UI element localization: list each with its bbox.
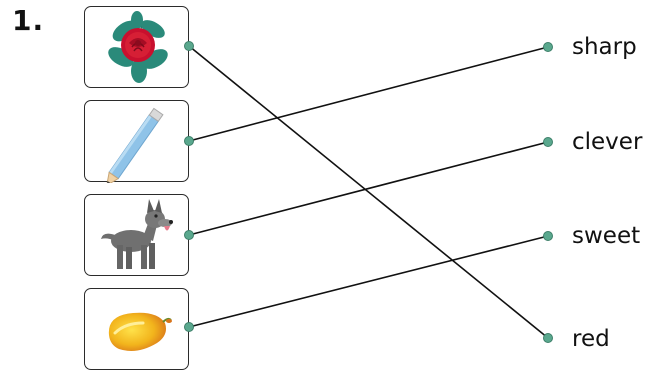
word-dot-red[interactable] (543, 333, 553, 343)
picture-dot-mango[interactable] (184, 322, 194, 332)
match-line-dog-clever (188, 141, 549, 236)
word-dot-clever[interactable] (543, 137, 553, 147)
picture-card-dog[interactable] (84, 194, 189, 276)
word-sweet[interactable]: sweet (572, 223, 641, 249)
match-line-rose-red (188, 45, 549, 339)
word-dot-sweet[interactable] (543, 231, 553, 241)
picture-dot-rose[interactable] (184, 41, 194, 51)
picture-dot-pencil[interactable] (184, 136, 194, 146)
match-line-pencil-sharp (188, 46, 549, 142)
picture-dot-dog[interactable] (184, 230, 194, 240)
pencil-icon (106, 107, 164, 183)
rose-icon (108, 11, 168, 83)
picture-card-rose[interactable] (84, 6, 189, 88)
picture-card-mango[interactable] (84, 288, 189, 370)
question-number: 1. (12, 4, 45, 37)
word-clever[interactable]: clever (572, 129, 643, 155)
word-dot-sharp[interactable] (543, 42, 553, 52)
word-red[interactable]: red (572, 326, 610, 352)
mango-icon (108, 312, 172, 351)
word-sharp[interactable]: sharp (572, 34, 637, 60)
dog-icon (101, 199, 173, 269)
match-line-mango-sweet (188, 235, 549, 328)
